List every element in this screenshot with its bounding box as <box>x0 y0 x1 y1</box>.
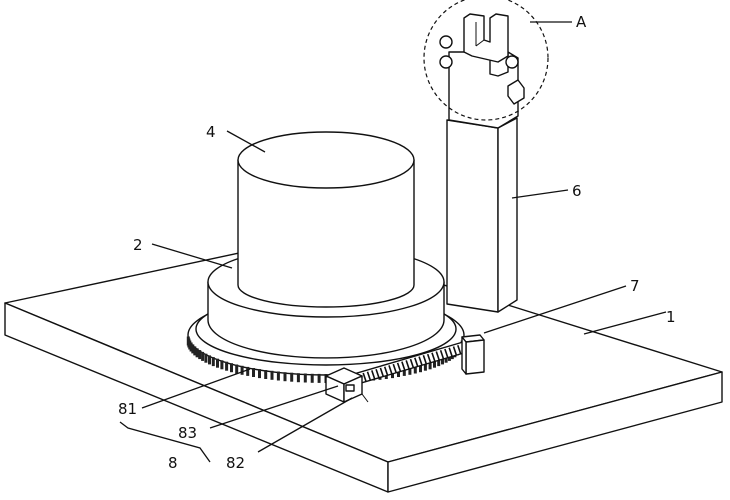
label-83: 83 <box>178 424 197 442</box>
gear-tooth <box>290 372 294 382</box>
worm-thread <box>409 358 415 369</box>
reference-labels: 4 2 6 7 1 A 81 83 8 82 <box>118 13 676 472</box>
cylinder <box>237 131 415 308</box>
worm-thread <box>379 367 385 378</box>
worm-thread <box>457 344 462 355</box>
gear-tooth <box>191 344 195 354</box>
gear-tooth <box>211 357 215 367</box>
gear-tooth <box>230 363 233 373</box>
label-a: A <box>576 13 587 31</box>
column <box>446 117 518 313</box>
worm-thread <box>392 363 398 374</box>
gear-tooth <box>437 357 441 367</box>
gear-tooth <box>402 366 406 376</box>
worm-thread <box>396 362 402 373</box>
gear-tooth <box>408 365 412 375</box>
gear-tooth <box>198 350 202 360</box>
gear-tooth <box>276 371 280 381</box>
gear-tooth <box>296 373 300 383</box>
worm-thread <box>439 350 445 360</box>
gear-tooth <box>225 361 229 371</box>
gear-tooth <box>413 364 417 374</box>
worm-thread <box>435 351 441 361</box>
label-4: 4 <box>206 123 216 141</box>
worm-thread <box>418 356 423 366</box>
worm-thread <box>431 352 436 363</box>
worm-thread <box>362 372 367 383</box>
label-82: 82 <box>226 454 245 472</box>
detail-circle-a <box>423 0 549 121</box>
worm-thread <box>388 365 393 375</box>
worm-thread <box>448 347 453 358</box>
gear-tooth <box>240 365 244 375</box>
gear-tooth <box>283 372 287 382</box>
gear-tooth <box>252 368 255 377</box>
gear-tooth <box>428 360 432 370</box>
worm-thread <box>401 361 406 371</box>
leader-lines <box>119 21 667 463</box>
gear-tooth <box>204 353 208 363</box>
gear-tooth <box>189 342 193 352</box>
gear-tooth <box>208 355 211 365</box>
worm-thread <box>375 368 380 379</box>
gear-tooth <box>246 366 250 376</box>
gear-tooth <box>310 373 314 383</box>
worm-thread <box>383 366 389 376</box>
fork-head <box>439 13 525 129</box>
label-7: 7 <box>630 277 640 295</box>
gear-tooth <box>423 361 427 371</box>
gear-tooth <box>303 373 307 383</box>
gear-tooth <box>201 351 205 361</box>
worm-thread <box>371 370 376 380</box>
gear-tooth <box>317 373 321 383</box>
motor-box <box>325 367 369 403</box>
worm-thread <box>452 346 458 356</box>
worm-thread <box>422 355 428 365</box>
gear-tooth <box>264 370 268 379</box>
gear-tooth <box>419 363 422 373</box>
support-block <box>461 334 485 375</box>
gear-tooth <box>220 360 224 370</box>
gear-tooth <box>270 370 274 380</box>
label-1: 1 <box>666 308 676 326</box>
gear-tooth <box>433 358 436 368</box>
label-2: 2 <box>133 236 143 254</box>
worm-thread <box>444 348 449 359</box>
worm-thread <box>426 353 432 364</box>
worm-thread <box>366 371 372 381</box>
label-81: 81 <box>118 400 137 418</box>
gear-tooth <box>216 358 219 368</box>
worm-thread <box>405 360 410 370</box>
gear-tooth <box>193 346 197 356</box>
worm-thread <box>414 357 419 368</box>
label-8: 8 <box>168 454 178 472</box>
gear-tooth <box>258 369 261 379</box>
gear-tooth <box>195 348 199 358</box>
gear-tooth <box>235 364 239 374</box>
label-6: 6 <box>572 182 582 200</box>
